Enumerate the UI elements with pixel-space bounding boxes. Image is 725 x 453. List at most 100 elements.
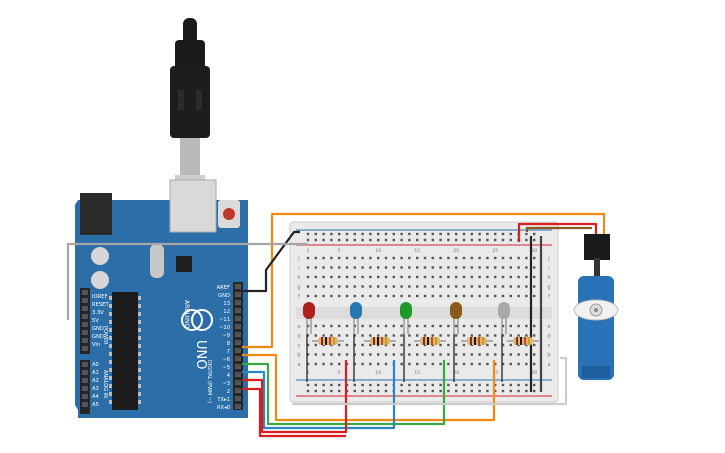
pin-label: GND <box>92 334 104 340</box>
pin-label: A4 <box>92 394 100 400</box>
header-pin <box>82 338 88 343</box>
column-number: 25 <box>492 248 498 254</box>
digital-label: DIGITAL (PWM ~) <box>206 360 212 403</box>
pin-label: 7 <box>227 349 230 355</box>
pin-label: AREF <box>217 285 230 291</box>
atmega-chip <box>112 292 138 410</box>
header-pin <box>82 402 88 407</box>
pin-label: A5 <box>92 402 99 408</box>
header-pin <box>82 370 88 375</box>
header-pin <box>82 314 88 319</box>
reset-button[interactable] <box>223 208 235 220</box>
header-pin <box>82 386 88 391</box>
pin-label: A3 <box>92 386 99 392</box>
row-letter: a <box>547 362 550 368</box>
pin-label: GND <box>218 293 230 299</box>
center-channel <box>296 307 552 319</box>
pin-label: Vin <box>92 342 100 348</box>
header-pin <box>235 380 241 385</box>
row-letter: d <box>297 334 300 340</box>
header-pin <box>235 364 241 369</box>
column-number: 10 <box>375 248 381 254</box>
arduino-logo <box>181 309 203 331</box>
row-letter: b <box>547 353 550 359</box>
pin-label: ~10 <box>219 325 230 331</box>
row-letter: e <box>297 324 300 330</box>
pin-label: 8 <box>227 341 230 347</box>
row-letter: h <box>297 275 300 281</box>
row-letter: e <box>547 324 550 330</box>
row-letter: a <box>297 362 300 368</box>
analog-label: ANALOG IN <box>102 370 108 398</box>
pin-label: ~3 <box>222 381 230 387</box>
header-pin <box>235 396 241 401</box>
capacitor-2 <box>91 271 109 289</box>
wire-blue <box>242 360 396 430</box>
row-letter: j <box>547 256 549 262</box>
pin-label: 13 <box>223 301 230 307</box>
pin-label: RESET <box>92 302 109 308</box>
small-chip <box>176 256 192 272</box>
header-pin <box>235 308 241 313</box>
led_green <box>400 302 412 319</box>
pin-label: RX◂0 <box>217 405 230 411</box>
header-pin <box>235 316 241 321</box>
power-header <box>80 288 90 354</box>
wire-servo-brown <box>525 226 592 232</box>
header-pin <box>235 324 241 329</box>
model-label: UNO <box>193 340 208 369</box>
header-pin <box>235 284 241 289</box>
wire-gnd <box>242 230 300 293</box>
led_brown <box>450 302 462 319</box>
column-number: 15 <box>414 370 420 376</box>
header-pin <box>82 298 88 303</box>
header-pin <box>82 362 88 367</box>
pin-label: ~6 <box>222 357 230 363</box>
capacitor-1 <box>91 247 109 265</box>
wire-red-2 <box>242 387 346 438</box>
header-pin <box>235 388 241 393</box>
header-pin <box>82 322 88 327</box>
column-number: 20 <box>453 370 459 376</box>
pin-label: 12 <box>223 309 230 315</box>
wire-servo-red <box>517 222 598 242</box>
column-number: 25 <box>492 370 498 376</box>
crystal <box>150 244 164 278</box>
row-letter: f <box>548 294 550 300</box>
header-pin <box>82 394 88 399</box>
row-letter: d <box>547 334 550 340</box>
usb-cable <box>170 18 210 187</box>
row-letter: g <box>297 285 300 291</box>
column-number: 30 <box>531 370 537 376</box>
usb-port <box>169 179 217 233</box>
pin-label: 3.3V <box>92 310 104 316</box>
wire-orange-bottom <box>242 353 496 422</box>
pin-label: TX▸1 <box>216 397 230 403</box>
resistors <box>312 337 539 345</box>
header-pin <box>82 346 88 351</box>
wire-5v <box>66 242 308 320</box>
servo-motor[interactable] <box>573 234 619 380</box>
header-pin <box>235 356 241 361</box>
led_red <box>303 302 315 319</box>
header-pin <box>82 330 88 335</box>
row-letter: j <box>297 256 299 262</box>
header-pin <box>82 378 88 383</box>
row-letter: b <box>297 353 300 359</box>
header-pin <box>82 290 88 295</box>
arduino-board[interactable]: ARDUINO UNO DIGITAL (PWM ~) POWER ANALOG… <box>75 179 248 418</box>
wire-red <box>242 360 348 434</box>
pin-label: ~11 <box>219 317 230 323</box>
wire-orange-top <box>242 212 606 349</box>
row-letter: i <box>298 266 299 272</box>
wire-gray <box>292 356 568 406</box>
power-label: POWER <box>102 326 108 345</box>
row-letter: c <box>548 343 551 349</box>
pin-label: 5V <box>92 318 99 324</box>
header-pin <box>235 372 241 377</box>
header-pin <box>235 292 241 297</box>
pin-label: 2 <box>227 389 230 395</box>
row-letter: i <box>548 266 549 272</box>
